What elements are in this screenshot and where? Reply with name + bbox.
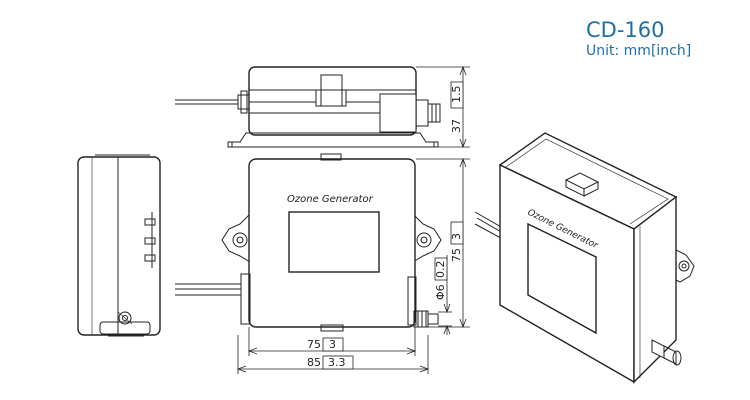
dim-port-mm: Φ6 xyxy=(434,284,447,300)
side-view xyxy=(77,154,161,337)
unit-label: Unit: mm[inch] xyxy=(586,43,692,59)
dim-port-in: 0.2 xyxy=(434,261,447,279)
isometric-view xyxy=(474,132,695,384)
dim-height-mm: 37 xyxy=(450,119,463,133)
top-view xyxy=(175,66,441,148)
dim-body-width-in: 3 xyxy=(329,338,336,351)
model-name: CD-160 xyxy=(586,18,665,42)
dim-depth-in: 3 xyxy=(450,233,463,240)
dimension-lines xyxy=(236,65,470,374)
dim-body-width-mm: 75 xyxy=(307,338,321,351)
front-view xyxy=(175,153,442,332)
title-block: CD-160 Unit: mm[inch] xyxy=(586,18,691,60)
dim-height-in: 1.5 xyxy=(450,86,463,104)
product-label-front: Ozone Generator xyxy=(287,194,374,205)
dim-overall-width-in: 3.3 xyxy=(328,356,346,369)
dim-overall-width-mm: 85 xyxy=(307,356,321,369)
dim-depth-mm: 75 xyxy=(450,248,463,262)
